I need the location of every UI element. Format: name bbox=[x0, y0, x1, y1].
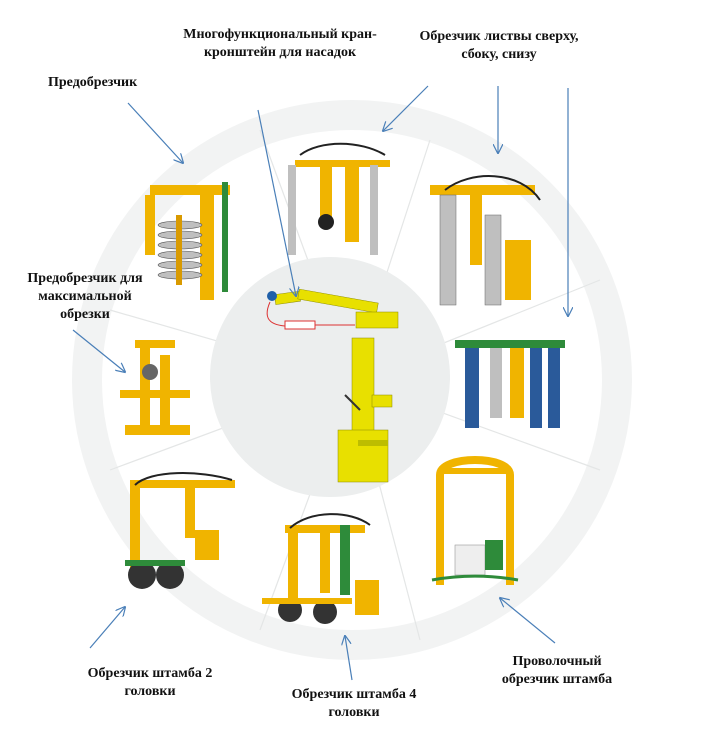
label-crane: Многофункциональный кран- кронштейн для … bbox=[160, 26, 400, 62]
label-leaf-line2: сбоку, снизу bbox=[461, 47, 537, 62]
max-pre-trimmer-machine bbox=[120, 340, 190, 435]
trunk-trimmer-2-machine bbox=[125, 472, 235, 589]
label-leaf: Обрезчик листвы сверху, сбоку, снизу bbox=[398, 28, 600, 64]
label-pre-trimmer-text: Предобрезчик bbox=[48, 75, 138, 90]
label-trunk-4: Обрезчик штамба 4 головки bbox=[270, 686, 438, 722]
label-trunk-2-line1: Обрезчик штамба 2 bbox=[87, 666, 213, 681]
label-trunk-4-line2: головки bbox=[328, 705, 380, 720]
label-trunk-2-line2: головки bbox=[124, 684, 176, 699]
arrow-crane bbox=[257, 109, 296, 296]
arrow-max-pre bbox=[72, 329, 125, 372]
pre-trimmer-machine bbox=[145, 182, 230, 300]
label-wire-line2: обрезчик штамба bbox=[501, 672, 613, 687]
label-pre-trimmer: Предобрезчик bbox=[48, 74, 137, 92]
wire-trunk-trimmer-machine bbox=[431, 456, 519, 585]
arrow-pre-trimmer bbox=[127, 102, 183, 163]
leaf-trimmer-machine bbox=[430, 175, 541, 306]
crane-attachment-machine bbox=[288, 142, 390, 255]
arrow-trunk-4 bbox=[345, 636, 353, 681]
label-trunk-2: Обрезчик штамба 2 головки bbox=[66, 665, 234, 701]
label-crane-line2: кронштейн для насадок bbox=[203, 45, 357, 60]
label-trunk-4-line1: Обрезчик штамба 4 bbox=[291, 687, 417, 702]
label-leaf-line1: Обрезчик листвы сверху, bbox=[419, 29, 579, 44]
label-max-pre: Предобрезчик для максимальной обрезки bbox=[10, 270, 160, 324]
label-max-pre-line1: Предобрезчик для bbox=[27, 271, 143, 286]
label-wire-line1: Проволочный bbox=[512, 654, 602, 669]
label-max-pre-line3: обрезки bbox=[60, 307, 110, 322]
wide-leaf-trimmer-machine bbox=[455, 340, 565, 428]
label-crane-line1: Многофункциональный кран- bbox=[183, 27, 377, 42]
arrows bbox=[72, 85, 568, 681]
label-max-pre-line2: максимальной bbox=[38, 289, 132, 304]
arrow-wire bbox=[500, 598, 556, 644]
label-wire: Проволочный обрезчик штамба bbox=[478, 653, 636, 689]
arrow-trunk-2 bbox=[89, 607, 125, 649]
crane-circle bbox=[210, 257, 450, 497]
trunk-trimmer-4-machine bbox=[262, 513, 379, 624]
arrow-leaf-upper bbox=[383, 85, 429, 131]
